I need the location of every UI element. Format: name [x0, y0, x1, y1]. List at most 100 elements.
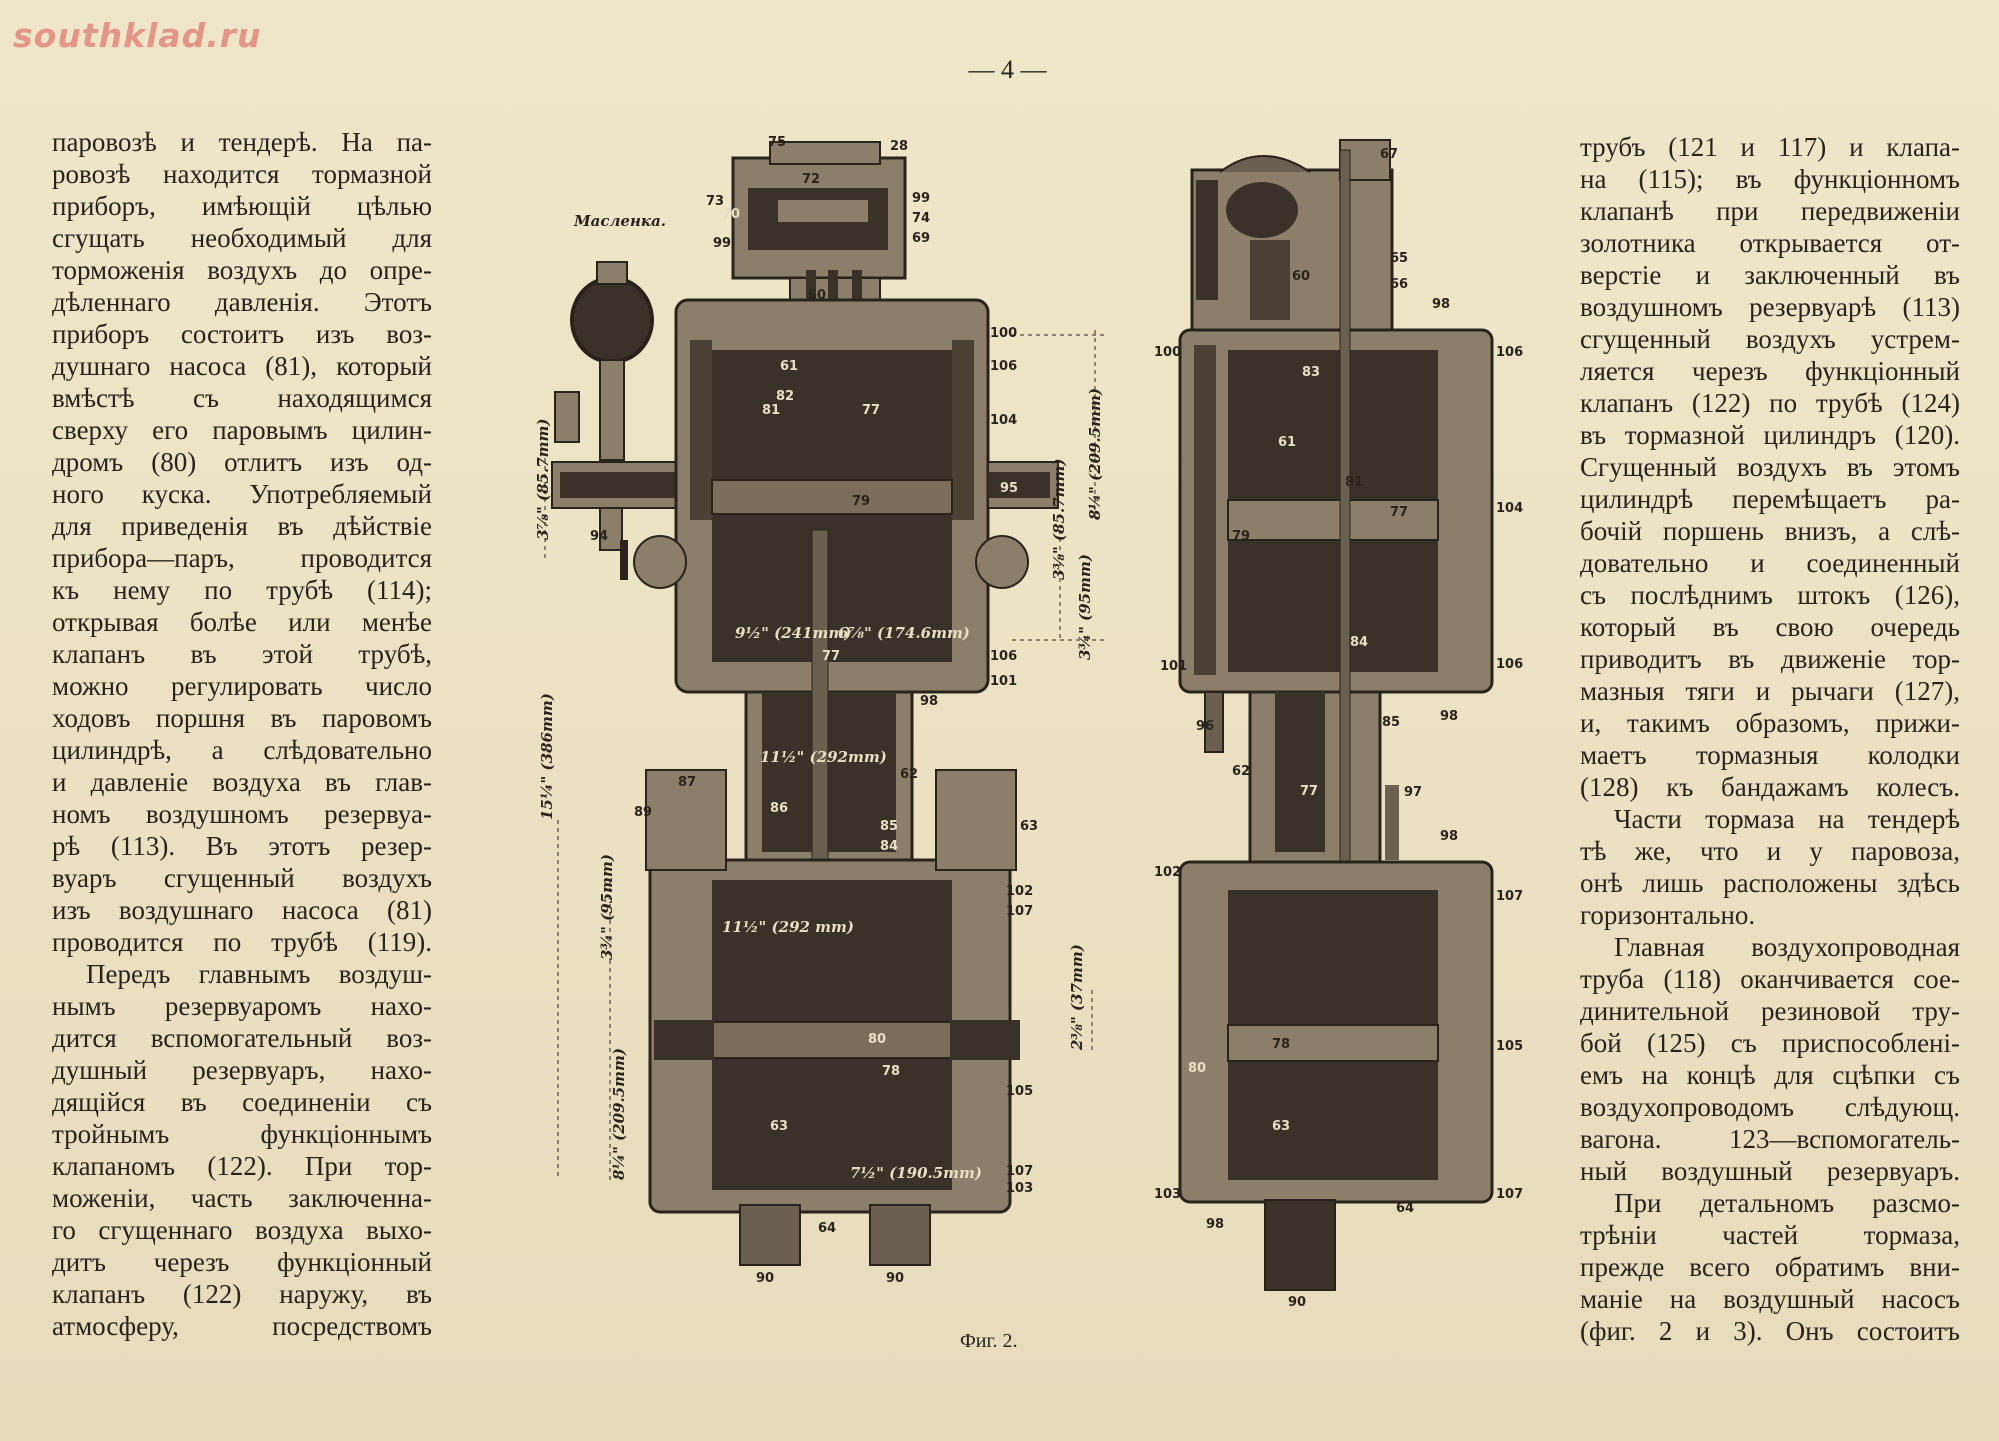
text-line: труба (118) оканчивается сое-	[1580, 964, 1960, 994]
part-label: 80	[1188, 1061, 1206, 1076]
part-label: 73	[706, 194, 724, 209]
text-line: клапанъ (122) по трубѣ (124)	[1580, 388, 1960, 418]
dimension-label: 11½" (292 mm)	[722, 918, 854, 936]
text-line: прибора—паръ, проводится	[52, 543, 432, 573]
part-label: 78	[1272, 1037, 1290, 1052]
text-line: вмѣстѣ съ находящимся	[52, 383, 432, 413]
text-line: въ тормазной цилиндръ (120).	[1580, 420, 1960, 450]
text-line: ный воздушный резервуаръ.	[1580, 1156, 1960, 1186]
text-line: дящійся въ соединеніи съ	[52, 1087, 432, 1117]
part-label: 60	[1292, 269, 1310, 284]
text-line: душнаго насоса (81), который	[52, 351, 432, 381]
part-label: 28	[890, 139, 908, 154]
part-label: 89	[634, 805, 652, 820]
text-line: который въ свою очередь	[1580, 612, 1960, 642]
text-line: проводится по трубѣ (119).	[52, 927, 432, 957]
text-line: При детальномъ разсмо-	[1614, 1188, 1960, 1218]
part-label: 67	[1380, 147, 1398, 162]
part-label: 107	[1006, 1164, 1033, 1179]
part-label: 107	[1496, 889, 1523, 904]
text-line: сгущать необходимый для	[52, 223, 432, 253]
part-label: 77	[1390, 505, 1408, 520]
text-line: сверху его паровымъ цилин-	[52, 415, 432, 445]
text-line: душный резервуаръ, нахо-	[52, 1055, 432, 1085]
part-label: 81	[762, 403, 780, 418]
part-label: 65	[1390, 251, 1408, 266]
right-text-column: трубъ (121 и 117) и клапа-на (115); въ ф…	[1580, 131, 1960, 1347]
oil-cup	[570, 276, 654, 364]
part-label: 84	[880, 839, 898, 854]
text-line: мазныя тяги и рычаги (127),	[1580, 676, 1960, 706]
part-label: 103	[1006, 1181, 1033, 1196]
part-label: 96	[1196, 719, 1214, 734]
part-label: 70	[722, 207, 740, 222]
text-line: воздушномъ резервуарѣ (113)	[1580, 292, 1960, 322]
text-line: го сгущеннаго воздуха выхо-	[52, 1215, 432, 1245]
text-line: горизонтально.	[1580, 900, 1756, 930]
figure-labels: 75 28 72 73 99 74 69 70 99 60 100 106 10…	[534, 135, 1523, 1310]
text-line: ного куска. Употребляемый	[52, 479, 432, 509]
text-line: на (115); въ функціонномъ	[1580, 164, 1960, 194]
part-label: 79	[852, 494, 870, 509]
part-label: 63	[1272, 1119, 1290, 1134]
text-line: ходовъ поршня въ паровомъ	[52, 703, 432, 733]
part-label: 90	[756, 1271, 774, 1286]
part-label: 98	[1432, 297, 1450, 312]
text-line: онѣ лишь расположены здѣсь	[1580, 868, 1960, 898]
part-label: 102	[1154, 865, 1181, 880]
text-line: ляется черезъ функціонный	[1580, 356, 1960, 386]
text-line: дромъ (80) отлитъ изъ од-	[52, 447, 432, 477]
text-line: (128) къ бандажамъ колесъ.	[1580, 772, 1960, 802]
text-line: дится вспомогательный воз-	[52, 1023, 432, 1053]
part-label: 107	[1496, 1187, 1523, 1202]
part-label: 83	[1302, 365, 1320, 380]
text-line: приборъ состоитъ изъ воз-	[52, 319, 432, 349]
part-label: 84	[1350, 635, 1368, 650]
part-label: 72	[802, 172, 820, 187]
text-line: торможенія воздухъ до опре-	[52, 255, 432, 285]
part-label: 98	[1440, 709, 1458, 724]
part-label: 104	[990, 413, 1017, 428]
part-label: 78	[882, 1064, 900, 1079]
part-label: 82	[776, 389, 794, 404]
part-label: 97	[1404, 785, 1422, 800]
part-label: 79	[1232, 529, 1250, 544]
text-line: верстіе и заключенный въ	[1580, 260, 1960, 290]
part-label: 102	[1006, 884, 1033, 899]
text-line: динительной резиновой тру-	[1580, 996, 1960, 1026]
dimension-label: 9½" (241mm)	[735, 624, 851, 642]
text-line: съ послѣднимъ штокъ (126),	[1580, 580, 1960, 610]
part-label: 101	[990, 674, 1017, 689]
part-label: 62	[1232, 764, 1250, 779]
dimension-label: 3¾" (95mm)	[598, 854, 616, 960]
part-label: 62	[900, 767, 918, 782]
text-line: маніе на воздушный насосъ	[1580, 1284, 1960, 1314]
dimension-label: 3⅜" (85.7mm)	[1050, 459, 1068, 580]
text-line: тѣ же, что и у паровоза,	[1580, 836, 1960, 866]
part-label: 63	[1020, 819, 1038, 834]
part-label: 98	[920, 694, 938, 709]
text-line: паровозѣ и тендерѣ. На па-	[52, 127, 432, 157]
part-label: 60	[808, 288, 826, 303]
part-label: 106	[990, 649, 1017, 664]
text-line: номъ воздушномъ резервуа-	[52, 799, 432, 829]
text-line: золотника открывается от-	[1580, 228, 1960, 258]
part-label: 94	[590, 529, 608, 544]
text-line: трубъ (121 и 117) и клапа-	[1580, 132, 1960, 162]
part-label: 99	[713, 236, 731, 251]
part-label: 106	[1496, 657, 1523, 672]
part-label: 87	[678, 775, 696, 790]
part-label: 101	[1160, 659, 1187, 674]
text-line: клапанъ (122) наружу, въ	[52, 1279, 432, 1309]
watermark: southklad.ru	[13, 16, 262, 55]
part-label: 100	[1154, 345, 1181, 360]
text-line: открывая болѣе или менѣе	[52, 607, 432, 637]
oiler-label: Масленка.	[574, 212, 667, 230]
part-label: 86	[770, 801, 788, 816]
text-line: изъ воздушнаго насоса (81)	[52, 895, 432, 925]
part-label: 77	[1300, 784, 1318, 799]
dimension-label: 3⅞" (85.7mm)	[534, 419, 552, 540]
text-line: ровозѣ находится тормазной	[52, 159, 432, 189]
text-line: бой (125) съ приспособлені-	[1580, 1028, 1960, 1058]
